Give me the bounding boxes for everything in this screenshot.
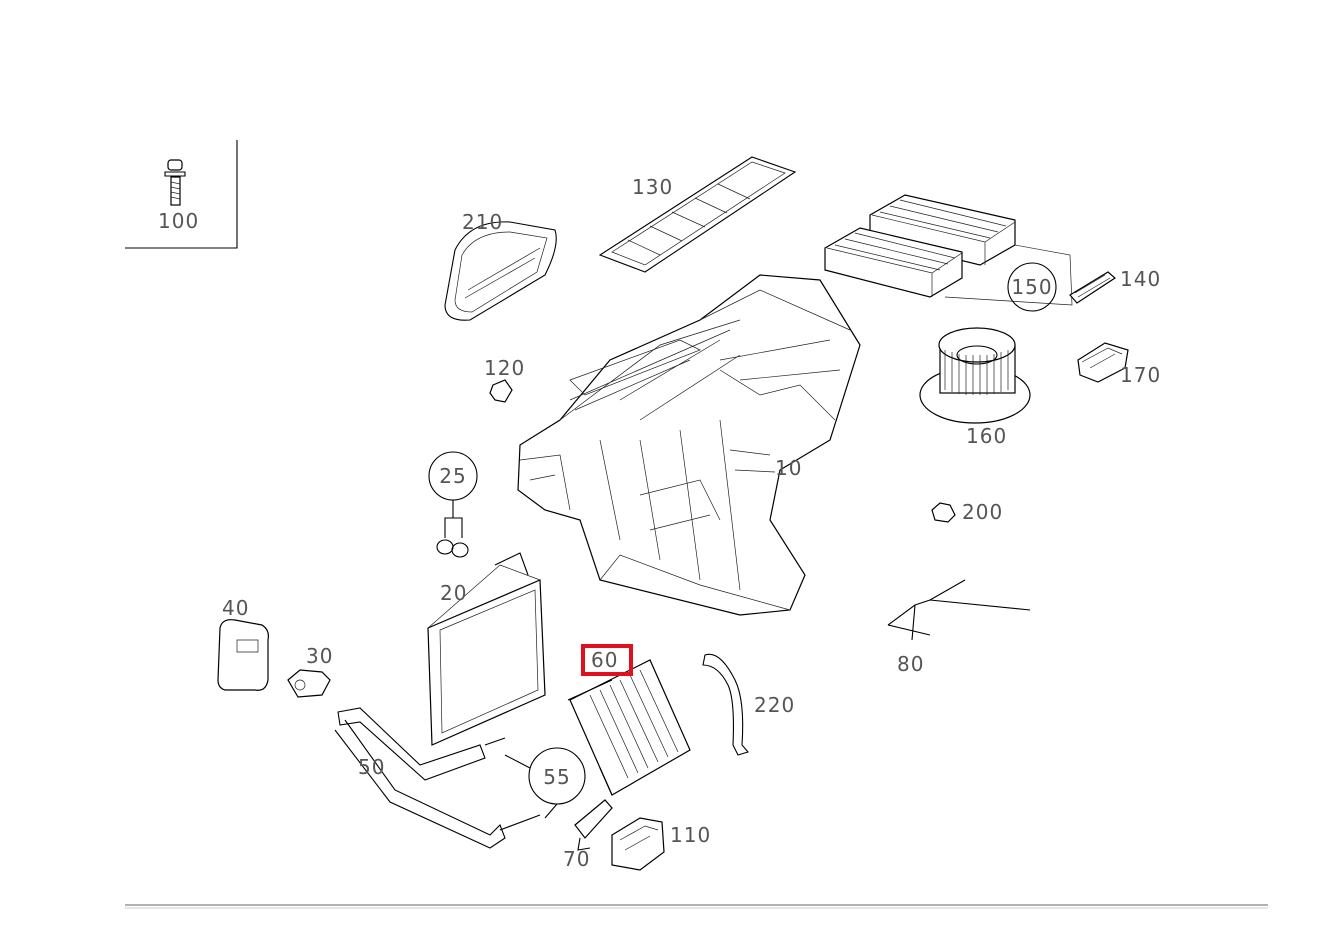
part-label-210[interactable]: 210: [462, 210, 504, 234]
part-160-blower-drawing: [919, 327, 1031, 424]
part-130-gasket-drawing: [598, 156, 797, 273]
part-label-60[interactable]: 60: [591, 648, 619, 672]
part-110-motor-drawing: [611, 817, 665, 871]
part-label-140[interactable]: 140: [1120, 267, 1162, 291]
part-140-sensor-drawing: [1069, 271, 1116, 304]
part-25-orings-drawing: [428, 451, 478, 558]
part-label-220[interactable]: 220: [754, 693, 796, 717]
part-label-55[interactable]: 55: [543, 765, 571, 789]
part-label-70[interactable]: 70: [563, 847, 591, 871]
part-60-heater-core-drawing: [567, 659, 691, 796]
part-label-80[interactable]: 80: [897, 652, 925, 676]
part-label-50[interactable]: 50: [358, 755, 386, 779]
part-label-200[interactable]: 200: [962, 500, 1004, 524]
part-label-40[interactable]: 40: [222, 596, 250, 620]
part-50-pipes-drawing: [334, 707, 541, 849]
part-label-170[interactable]: 170: [1120, 363, 1162, 387]
part-label-10[interactable]: 10: [775, 456, 803, 480]
part-label-30[interactable]: 30: [306, 644, 334, 668]
part-55-callout-drawing: [504, 747, 586, 819]
selected-part-highlight: [581, 644, 633, 676]
part-label-110[interactable]: 110: [670, 823, 712, 847]
part-80-harness-drawing: [887, 579, 1031, 641]
part-label-130[interactable]: 130: [632, 175, 674, 199]
part-label-120[interactable]: 120: [484, 356, 526, 380]
part-label-20[interactable]: 20: [440, 581, 468, 605]
part-label-25[interactable]: 25: [439, 464, 467, 488]
part-210-cover-drawing: [444, 221, 557, 321]
part-label-160[interactable]: 160: [966, 424, 1008, 448]
part-70-actuator-drawing: [574, 799, 613, 851]
part-120-clip-drawing: [489, 379, 513, 403]
part-200-nut-drawing: [931, 502, 956, 523]
part-100-bolt-drawing: [125, 140, 238, 249]
part-150-filter-drawing: [824, 194, 1073, 312]
part-10-housing-drawing: [517, 274, 861, 616]
part-220-hose-drawing: [702, 653, 749, 756]
part-30-sensor-drawing: [287, 669, 331, 698]
part-label-150[interactable]: 150: [1011, 275, 1053, 299]
part-40-cover-drawing: [217, 619, 269, 691]
bottom-rule: [125, 904, 1268, 909]
part-20-evaporator-drawing: [427, 552, 546, 746]
part-170-module-drawing: [1077, 342, 1129, 383]
part-label-100[interactable]: 100: [158, 209, 200, 233]
